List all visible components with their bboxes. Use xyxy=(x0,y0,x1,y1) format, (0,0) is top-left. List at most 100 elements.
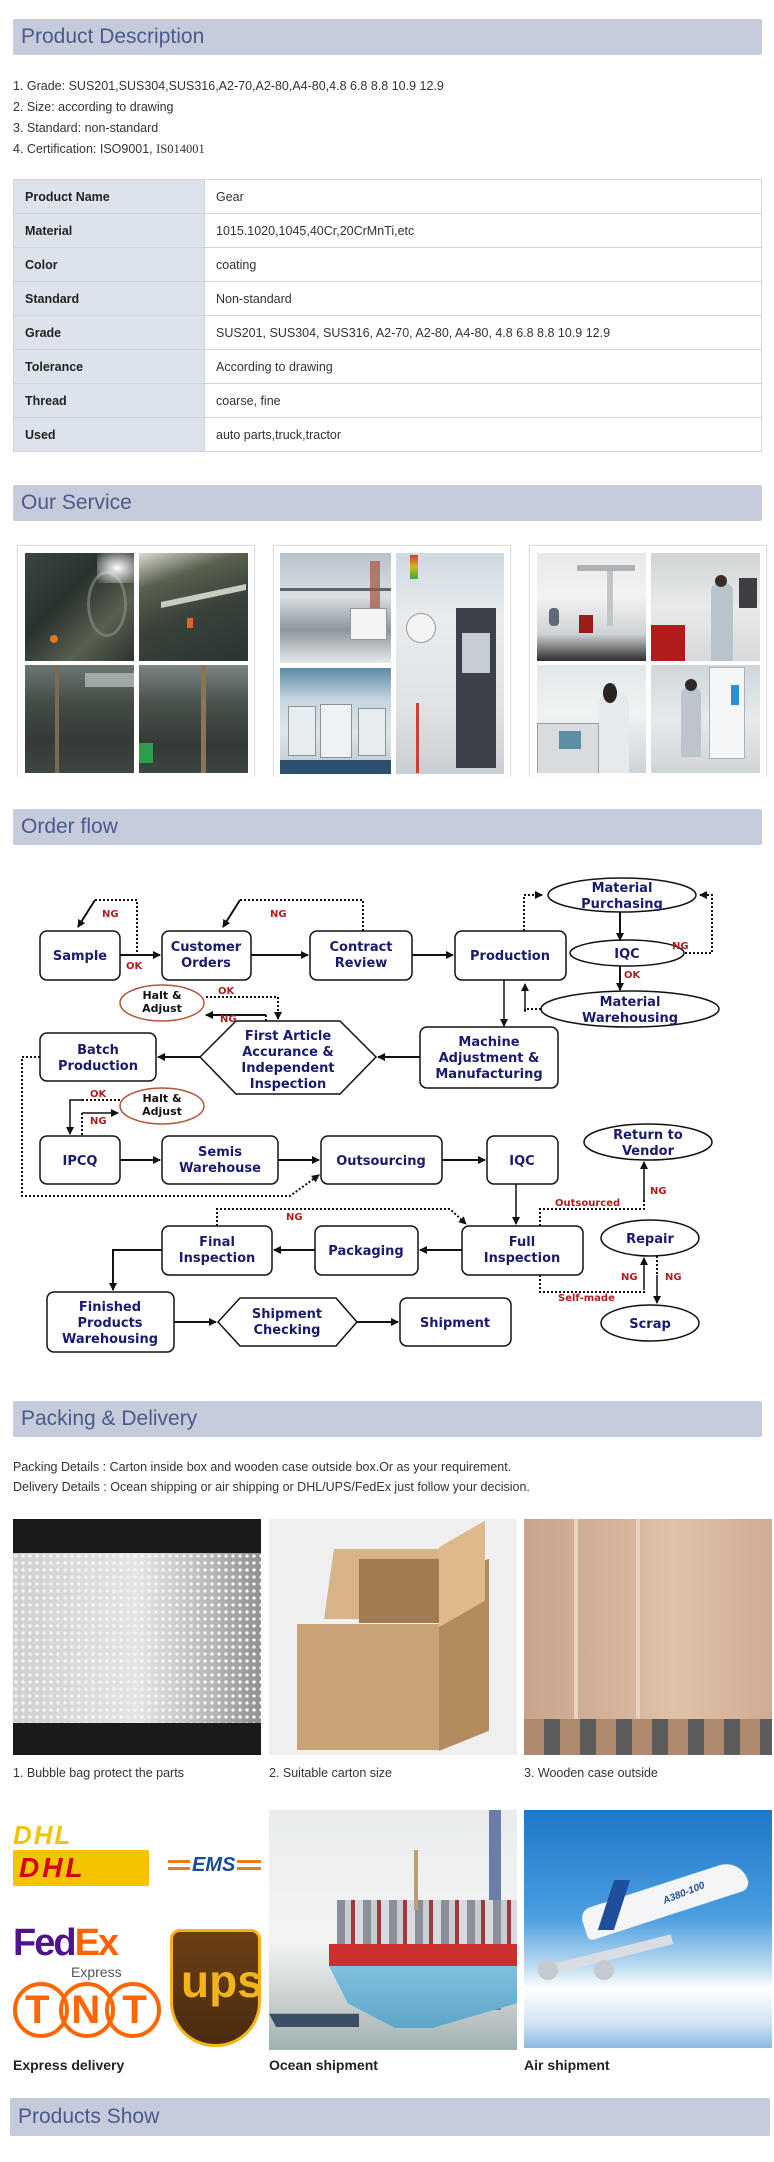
flow-node-iqc-bottom xyxy=(486,1135,559,1185)
tnt-logo: TNT xyxy=(13,1982,161,2038)
flow-label-final-inspection-1: Final xyxy=(199,1235,235,1250)
certification-extra: IS014001 xyxy=(156,142,205,156)
flow-node-halt-adjust-2 xyxy=(119,1087,205,1125)
spec-key: Thread xyxy=(13,383,205,418)
photo-cnc-machine-closeup xyxy=(396,553,504,774)
photo-press-machine xyxy=(25,553,134,661)
flow-label-full-inspection-2: Inspection xyxy=(484,1251,561,1266)
flow-label-contract-review-2: Review xyxy=(335,956,388,971)
flow-node-shipment-checking xyxy=(216,1297,358,1347)
flow-annot-ok: OK xyxy=(218,986,236,997)
flow-node-customer-orders xyxy=(161,930,252,981)
flow-node-halt-adjust-1 xyxy=(119,984,205,1022)
spec-key: Used xyxy=(13,417,205,452)
caption-wooden-case: 3. Wooden case outside xyxy=(524,1766,658,1780)
spec-value: 1015.1020,1045,40Cr,20CrMnTi,etc xyxy=(204,213,762,248)
arrow-ok-to-ipcq xyxy=(66,1099,82,1135)
flow-node-final-inspection xyxy=(161,1225,273,1276)
flow-node-finished-products xyxy=(46,1291,175,1353)
dotted-review-ng-loop xyxy=(240,899,364,931)
description-list: 1. Grade: SUS201,SUS304,SUS316,A2-70,A2-… xyxy=(13,76,444,160)
arrow-final-to-finished xyxy=(109,1249,162,1291)
spec-key: Color xyxy=(13,247,205,282)
flow-label-packaging: Packaging xyxy=(328,1244,403,1259)
dotted-sample-ng-loop xyxy=(95,899,138,955)
flow-annot-ok: OK xyxy=(624,970,642,981)
section-header-our-service: Our Service xyxy=(13,485,762,521)
flow-label-final-inspection-2: Inspection xyxy=(179,1251,256,1266)
flow-annot-ng: NG xyxy=(90,1116,107,1127)
packing-details: Packing Details : Carton inside box and … xyxy=(13,1460,512,1474)
section-header-packing-delivery: Packing & Delivery xyxy=(13,1401,762,1437)
photo-microscope-inspection xyxy=(537,665,646,773)
flow-annot-ng: NG xyxy=(102,909,119,920)
spec-key: Tolerance xyxy=(13,349,205,384)
flow-label-customer-orders-2: Orders xyxy=(181,956,231,971)
flow-node-first-article xyxy=(198,1020,378,1095)
flow-node-material-purchasing xyxy=(547,877,697,913)
flow-label-machine-adjustment-1: Machine xyxy=(458,1035,519,1050)
flow-label-machine-adjustment-2: Adjustment & xyxy=(439,1051,540,1066)
arrow-ng-to-orders xyxy=(222,899,241,928)
flow-label-finished-2: Products xyxy=(77,1316,142,1331)
arrow-ng-to-sample xyxy=(77,899,96,928)
dotted-self-made xyxy=(539,1275,645,1293)
flow-label-halt-adjust-1b: Adjust xyxy=(142,1002,182,1015)
flow-annot-outsourced: Outsourced xyxy=(555,1198,620,1209)
flow-label-machine-adjustment-3: Manufacturing xyxy=(435,1067,542,1082)
photo-container-ship xyxy=(269,1810,517,2050)
photo-workshop-floor-2 xyxy=(139,665,248,773)
caption-ocean-shipment: Ocean shipment xyxy=(269,2057,378,2073)
description-item-size: 2. Size: according to drawing xyxy=(13,100,174,114)
flow-node-shipment xyxy=(399,1297,512,1347)
flow-annot-self-made: Self-made xyxy=(558,1293,615,1304)
photo-cmm-measurement xyxy=(537,553,646,661)
flow-label-batch-production-1: Batch xyxy=(77,1043,119,1058)
photo-operator-at-machine xyxy=(651,553,760,661)
description-item-grade: 1. Grade: SUS201,SUS304,SUS316,A2-70,A2-… xyxy=(13,79,444,93)
ems-logo: EMS xyxy=(168,1854,261,1877)
photo-machining-hall xyxy=(280,553,391,663)
flow-label-material-purchasing-1: Material xyxy=(592,881,653,896)
flow-label-halt-adjust-2a: Halt & xyxy=(142,1092,181,1105)
flow-label-finished-1: Finished xyxy=(79,1300,141,1315)
flow-label-shipment-checking-2: Checking xyxy=(254,1323,321,1338)
flow-label-finished-3: Warehousing xyxy=(62,1332,158,1347)
photo-express-logos: DHL DHL EMS FedEx Express TNT ups xyxy=(13,1810,261,2050)
flow-label-return-vendor-1: Return to xyxy=(613,1128,683,1143)
flow-label-full-inspection-1: Full xyxy=(509,1235,535,1250)
flow-node-iqc-top xyxy=(569,939,685,967)
section-header-product-description: Product Description xyxy=(13,19,762,55)
spec-value: According to drawing xyxy=(204,349,762,384)
description-item-certification: 4. Certification: ISO9001, IS014001 xyxy=(13,139,444,160)
photo-workshop-floor-1 xyxy=(25,665,134,773)
photo-bubble-bag xyxy=(13,1519,261,1755)
flow-annot-ok: OK xyxy=(90,1089,108,1100)
photo-press-line xyxy=(139,553,248,661)
flow-label-ipcq: IPCQ xyxy=(63,1154,98,1169)
service-photo-cnc-workshop xyxy=(273,545,511,777)
flow-node-full-inspection xyxy=(461,1225,584,1276)
flow-label-semis-warehouse-1: Semis xyxy=(198,1145,242,1160)
flow-node-sample xyxy=(39,930,121,981)
fedex-logo: FedEx Express xyxy=(13,1922,122,1980)
certification-label: 4. Certification: ISO9001, xyxy=(13,142,157,156)
section-header-order-flow: Order flow xyxy=(13,809,762,845)
flow-node-return-to-vendor xyxy=(583,1123,713,1161)
flow-label-semis-warehouse-2: Warehouse xyxy=(179,1161,261,1176)
caption-air-shipment: Air shipment xyxy=(524,2057,610,2073)
flow-annot-ng: NG xyxy=(270,909,287,920)
flow-label-first-article-2: Accurance & xyxy=(242,1045,334,1060)
spec-key: Material xyxy=(13,213,205,248)
dotted-warehousing-to-production xyxy=(524,1008,541,1012)
flow-label-shipment-checking-1: Shipment xyxy=(252,1307,322,1322)
flow-label-first-article-4: Inspection xyxy=(250,1077,327,1092)
flow-node-semis-warehouse xyxy=(161,1135,279,1185)
flow-node-production xyxy=(454,930,567,981)
